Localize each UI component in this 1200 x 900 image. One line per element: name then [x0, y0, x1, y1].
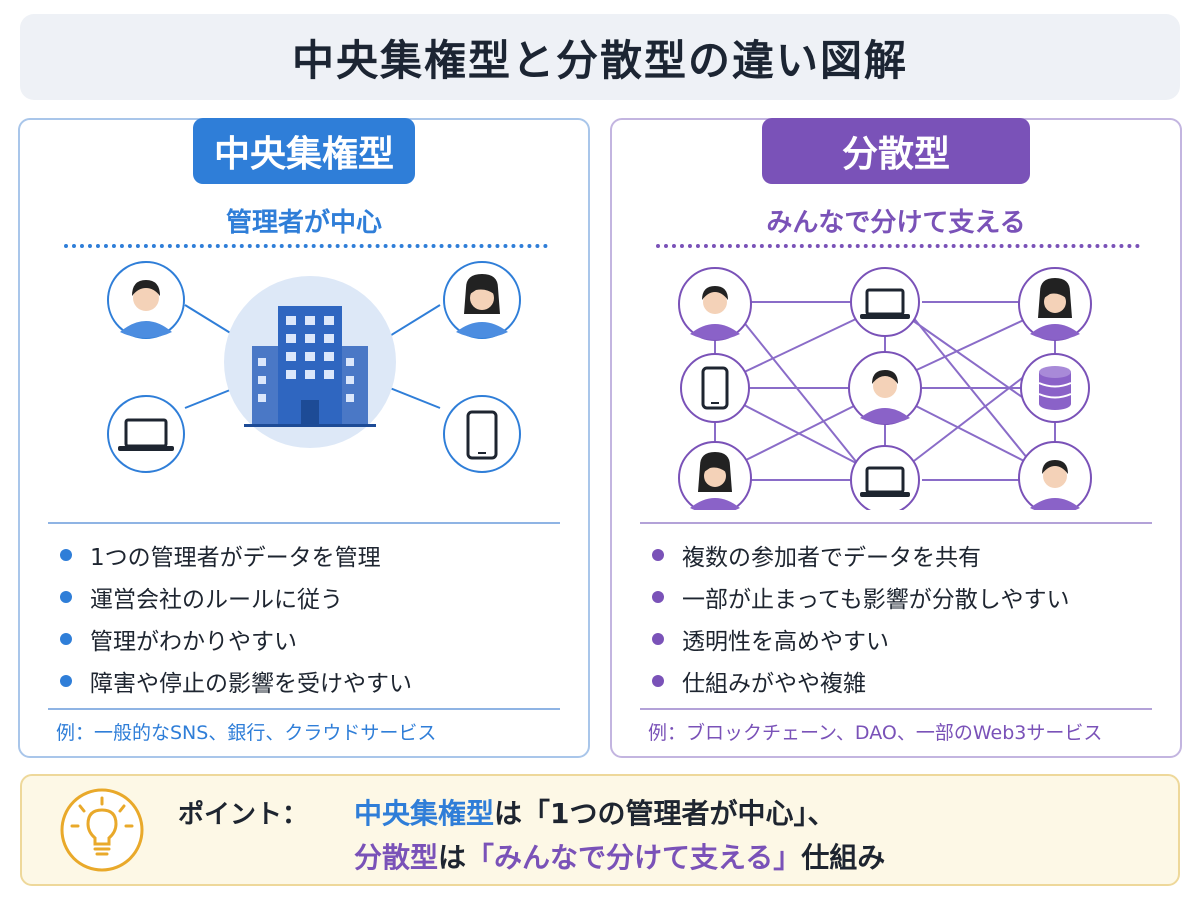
point-label: ポイント：	[178, 800, 309, 830]
lightbulb-icon	[60, 788, 144, 872]
separator	[640, 522, 1152, 524]
smartphone-icon	[680, 353, 750, 423]
centralized-subtitle: 管理者が中心	[225, 208, 382, 238]
person-icon	[443, 261, 521, 339]
list-item: 1つの管理者がデータを管理	[60, 534, 412, 576]
decentralized-panel: 分散型 みんなで分けて支える	[610, 118, 1182, 758]
decentralized-badge: 分散型	[762, 118, 1030, 184]
list-item: 仕組みがやや複雑	[652, 660, 1070, 702]
laptop-icon	[107, 395, 185, 473]
list-item: 透明性を高めやすい	[652, 618, 1070, 660]
bullet-icon	[60, 675, 72, 687]
person-icon	[848, 351, 922, 425]
list-item: 複数の参加者でデータを共有	[652, 534, 1070, 576]
bullet-icon	[60, 549, 72, 561]
summary-line-2: 分散型は「みんなで分けて支える」仕組み	[354, 841, 886, 874]
bullet-icon	[60, 633, 72, 645]
link-line	[741, 319, 859, 465]
person-icon	[678, 441, 752, 510]
decentralized-subtitle: みんなで分けて支える	[766, 208, 1026, 238]
title-bar: 中央集権型と分散型の違い図解	[20, 14, 1180, 100]
list-item: 障害や停止の影響を受けやすい	[60, 660, 412, 702]
building-icon	[224, 276, 396, 448]
database-icon	[1020, 353, 1090, 423]
link-line	[911, 319, 1033, 405]
person-icon	[107, 261, 185, 339]
link-line	[909, 371, 1031, 465]
bullet-icon	[652, 633, 664, 645]
link-line	[739, 317, 859, 375]
list-item: 一部が止まっても影響が分散しやすい	[652, 576, 1070, 618]
person-icon	[678, 267, 752, 341]
centralized-example: 例：一般的なSNS、銀行、クラウドサービス	[56, 722, 437, 744]
link-line	[911, 315, 1033, 465]
separator	[640, 708, 1152, 710]
bullet-icon	[60, 591, 72, 603]
smartphone-icon	[443, 395, 521, 473]
person-icon	[1018, 267, 1092, 341]
centralized-points: 1つの管理者がデータを管理 運営会社のルールに従う 管理がわかりやすい 障害や停…	[60, 534, 412, 702]
decentralized-example: 例：ブロックチェーン、DAO、一部のWeb3サービス	[648, 722, 1103, 744]
bullet-icon	[652, 591, 664, 603]
laptop-icon	[850, 445, 920, 510]
summary-line-1: 中央集権型は「1つの管理者が中心」、	[354, 797, 836, 830]
summary-box: ポイント： 中央集権型は「1つの管理者が中心」、 分散型は「みんなで分けて支える…	[20, 774, 1180, 886]
separator	[48, 522, 560, 524]
decentralized-diagram	[678, 267, 1092, 510]
list-item: 管理がわかりやすい	[60, 618, 412, 660]
bullet-icon	[652, 549, 664, 561]
centralized-badge: 中央集権型	[193, 118, 415, 184]
page-title: 中央集権型と分散型の違い図解	[291, 35, 908, 85]
centralized-diagram	[107, 261, 521, 473]
person-icon	[1018, 441, 1092, 510]
centralized-panel: 中央集権型 管理者が中心	[18, 118, 590, 758]
link-line	[737, 403, 859, 465]
laptop-icon	[850, 267, 920, 337]
list-item: 運営会社のルールに従う	[60, 576, 412, 618]
dotted-divider	[656, 244, 1140, 248]
link-line	[911, 403, 1031, 465]
dotted-divider	[64, 244, 548, 248]
link-line	[907, 317, 1029, 375]
separator	[48, 708, 560, 710]
decentralized-points: 複数の参加者でデータを共有 一部が止まっても影響が分散しやすい 透明性を高めやす…	[652, 534, 1070, 702]
bullet-icon	[652, 675, 664, 687]
